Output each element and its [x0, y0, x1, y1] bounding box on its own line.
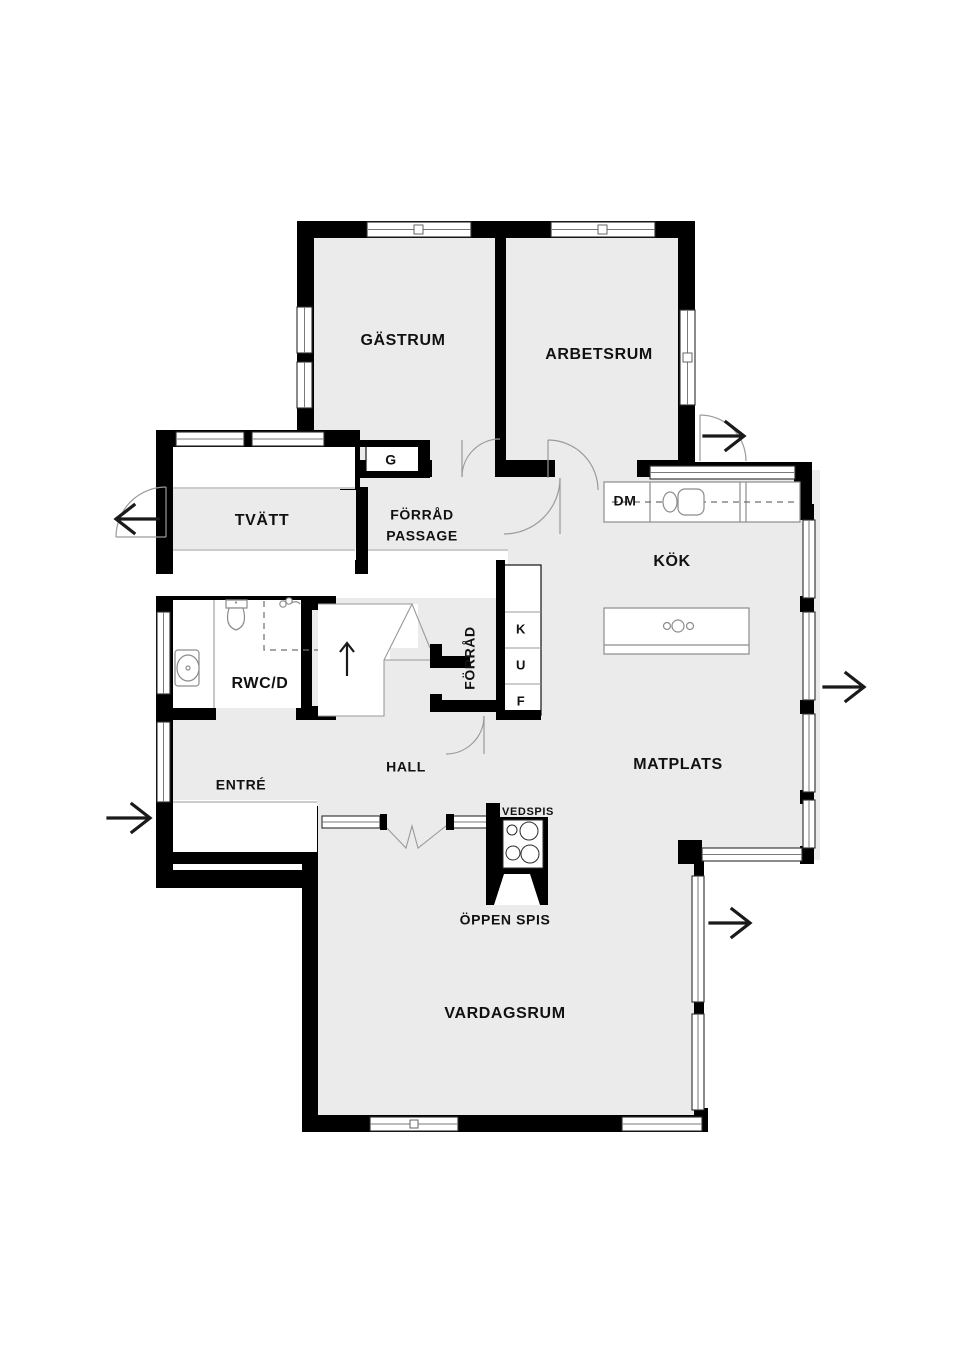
window-vardagsrum-south-left: [369, 1116, 459, 1132]
room-label-dm: DM: [614, 493, 637, 509]
room-label-forrad-2: FÖRRÅD: [462, 626, 478, 689]
window-tvatt-north-right: [251, 431, 325, 447]
room-label-forrad-passage-1: FÖRRÅD: [390, 507, 453, 523]
fireplace-block: [486, 803, 548, 905]
room-label-g-closet: G: [385, 452, 397, 468]
arrow-office-door-right: [702, 419, 747, 453]
window-gastrum-north: [366, 221, 472, 238]
room-label-tvatt: TVÄTT: [235, 511, 290, 529]
fixtures: DM: [174, 481, 801, 905]
window-kok-north: [649, 465, 796, 480]
shower-icon: [263, 597, 318, 651]
window-tvatt-north-left: [175, 431, 245, 447]
window-gastrum-west-upper: [296, 306, 313, 354]
room-label-kok: KÖK: [653, 551, 690, 570]
arrow-entry-door-left: [106, 801, 153, 835]
window-entre-west-lower: [156, 721, 171, 803]
room-label-arbetsrum: ARBETSRUM: [545, 346, 653, 363]
window-terrace-upper: [691, 875, 705, 1003]
room-label-forrad-passage-2: PASSAGE: [386, 528, 458, 544]
window-terrace-lower: [691, 1013, 705, 1111]
window-matplats-east-1: [802, 519, 816, 599]
cabinet-label-f: F: [517, 693, 526, 708]
room-labels: GÄSTRUM ARBETSRUM G TVÄTT FÖRRÅD PASSAGE…: [216, 331, 723, 1022]
toilet-icon: [225, 599, 248, 631]
windows: [156, 221, 816, 1132]
fireplace-icon: [494, 874, 540, 905]
room-label-gastrum: GÄSTRUM: [360, 331, 445, 349]
interior-partitions: [173, 440, 542, 852]
room-label-matplats: MATPLATS: [633, 756, 723, 773]
direction-arrows: [106, 419, 867, 940]
window-matplats-east-3: [802, 713, 816, 793]
window-matplats-southeast: [701, 847, 803, 862]
kitchen-counter: DM: [603, 481, 801, 523]
label-vedspis: VEDSPIS: [502, 806, 554, 818]
kitchen-island: [603, 607, 750, 655]
sink-icon: [662, 488, 705, 516]
cabinet-label-u: U: [516, 657, 526, 672]
room-label-vardagsrum: VARDAGSRUM: [444, 1005, 565, 1022]
arrow-terrace-door-right: [708, 906, 753, 940]
window-gastrum-west-lower: [296, 361, 313, 409]
room-label-hall: HALL: [386, 759, 426, 775]
arrow-dining-door-right: [822, 670, 867, 704]
wood-stove-icon: [502, 819, 544, 869]
window-vardagsrum-south-right: [621, 1116, 703, 1132]
room-label-entre: ENTRÉ: [216, 777, 266, 793]
window-arbetsrum-east: [679, 309, 696, 406]
label-oppen-spis: ÖPPEN SPIS: [460, 912, 551, 928]
arrow-laundry-door-left: [113, 502, 160, 536]
room-label-rwcd: RWC/D: [232, 675, 289, 692]
window-matplats-east-2: [802, 611, 816, 701]
cabinet-label-k: K: [516, 621, 526, 636]
window-arbetsrum-north: [550, 221, 656, 238]
door-swings: [115, 414, 747, 755]
washbasin-icon: [174, 649, 200, 687]
window-matplats-east-4: [802, 799, 816, 849]
window-entre-west-upper: [156, 611, 171, 695]
stair-up-arrow: [339, 641, 355, 676]
